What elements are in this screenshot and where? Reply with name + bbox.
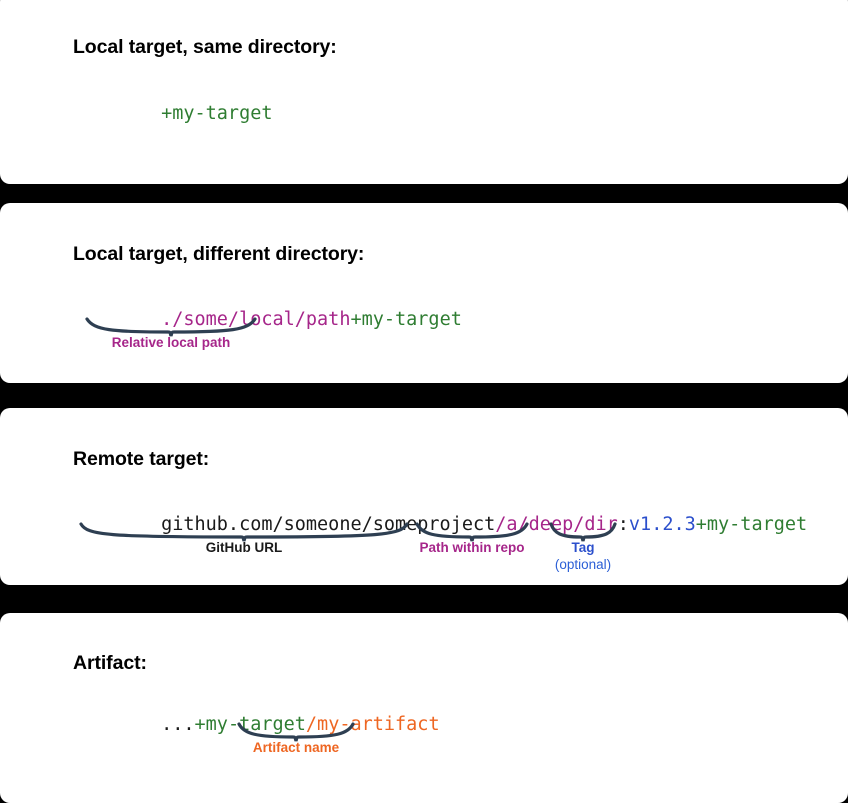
tag-token: v1.2.3 (628, 514, 696, 535)
tag-optional-annotation: (optional) (554, 557, 612, 572)
artifact-name-brace (236, 721, 356, 743)
target-token: +my-target (194, 714, 306, 735)
panel-3-heading: Remote target: (73, 448, 210, 470)
colon-separator: : (617, 514, 629, 535)
github-url-annotation: GitHub URL (205, 540, 283, 555)
panel-remote-target: Remote target: github.com/someone/somepr… (0, 408, 848, 585)
panel-3-code-line: github.com/someone/someproject/a/deep/di… (72, 493, 807, 556)
panel-1-code-line: +my-target (72, 82, 273, 145)
tag-annotation: Tag (571, 540, 595, 555)
github-url-token: github.com/someone/someproject (161, 514, 496, 535)
tag-brace (548, 521, 618, 543)
ellipsis-token: ... (161, 714, 195, 735)
artifact-name-annotation: Artifact name (252, 740, 340, 755)
relative-local-path-brace (84, 316, 258, 338)
panel-local-same-directory: Local target, same directory: +my-target (0, 0, 848, 184)
panel-local-different-directory: Local target, different directory: ./som… (0, 203, 848, 383)
panel-artifact: Artifact: ...+my-target/my-artifact Arti… (0, 613, 848, 803)
path-within-repo-brace (414, 521, 530, 543)
repo-path-token: /a/deep/dir (495, 514, 618, 535)
target-token: +my-target (695, 514, 808, 535)
path-within-repo-annotation: Path within repo (419, 540, 525, 555)
target-token: +my-target (161, 103, 273, 124)
target-token: +my-target (350, 309, 462, 330)
panel-2-heading: Local target, different directory: (73, 243, 365, 265)
panel-1-heading: Local target, same directory: (73, 36, 337, 58)
artifact-token: /my-artifact (305, 714, 440, 735)
panel-4-code-line: ...+my-target/my-artifact (72, 693, 440, 756)
panel-4-heading: Artifact: (73, 652, 147, 674)
github-url-brace (78, 521, 410, 543)
relative-local-path-annotation: Relative local path (111, 335, 231, 350)
